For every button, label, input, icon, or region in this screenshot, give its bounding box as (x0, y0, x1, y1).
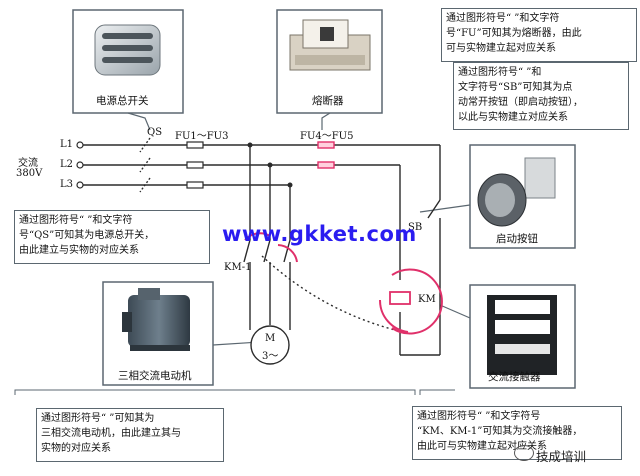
qs-label: QS (147, 127, 163, 138)
fu1-fu3-label: FU1～FU3 (175, 131, 229, 142)
fu4-fu5-label: FU4～FU5 (300, 131, 354, 142)
contactor-caption: 交流接触器 (488, 371, 541, 383)
fuse-caption: 熔断器 (312, 95, 344, 107)
power-switch-caption: 电源总开关 (96, 95, 149, 107)
motor-symbol-3: 3～ (262, 351, 279, 362)
line-l1-label: L1 (60, 139, 74, 150)
supply-label-2: 380V (16, 168, 43, 179)
motor-symbol-m: M (265, 333, 276, 344)
motor-note: 通过图形符号“ ”可知其为 三相交流电动机，由此建立其与 实物的对应关系 (36, 408, 224, 462)
motor-frame (102, 281, 214, 386)
watermark: www.gkket.com (222, 222, 417, 246)
motor-symbol (250, 325, 290, 365)
fuse-fu2 (186, 161, 204, 169)
brand-label: 技成培训 (536, 449, 587, 464)
fuse-image (289, 19, 371, 71)
button-note: 通过图形符号“ ”和 文字符号“SB”可知其为点 动常开按钮（即启动按钮）， 以… (453, 62, 629, 130)
km1-label: KM-1 (224, 262, 252, 273)
fuse-note: 通过图形符号“ ”和文字符 号“FU”可知其为熔断器，由此 可与实物建立起对应关… (441, 8, 637, 62)
start-button-frame (469, 144, 576, 249)
line-l3-label: L3 (60, 179, 74, 190)
fuse-fu4 (317, 141, 335, 149)
start-button-image (477, 157, 556, 227)
contactor-image (487, 295, 557, 375)
supply-label-1: 交流 (18, 158, 38, 169)
power-switch-image (94, 24, 161, 76)
chat-icon (514, 445, 534, 461)
motor-caption: 三相交流电动机 (118, 370, 192, 382)
sb-label: SB (408, 222, 423, 233)
start-button-caption: 启动按钮 (496, 233, 538, 245)
motor-image (122, 288, 190, 351)
fuse-fu3 (186, 181, 204, 189)
line-l2-label: L2 (60, 159, 74, 170)
km-coil (389, 291, 411, 305)
fuse-fu1 (186, 141, 204, 149)
switch-note: 通过图形符号“ ”和文字符 号“QS”可知其为电源总开关， 由此建立与实物的对应… (14, 210, 210, 264)
contactor-frame (469, 284, 576, 389)
km-label: KM (418, 294, 436, 305)
fuse-fu5 (317, 161, 335, 169)
